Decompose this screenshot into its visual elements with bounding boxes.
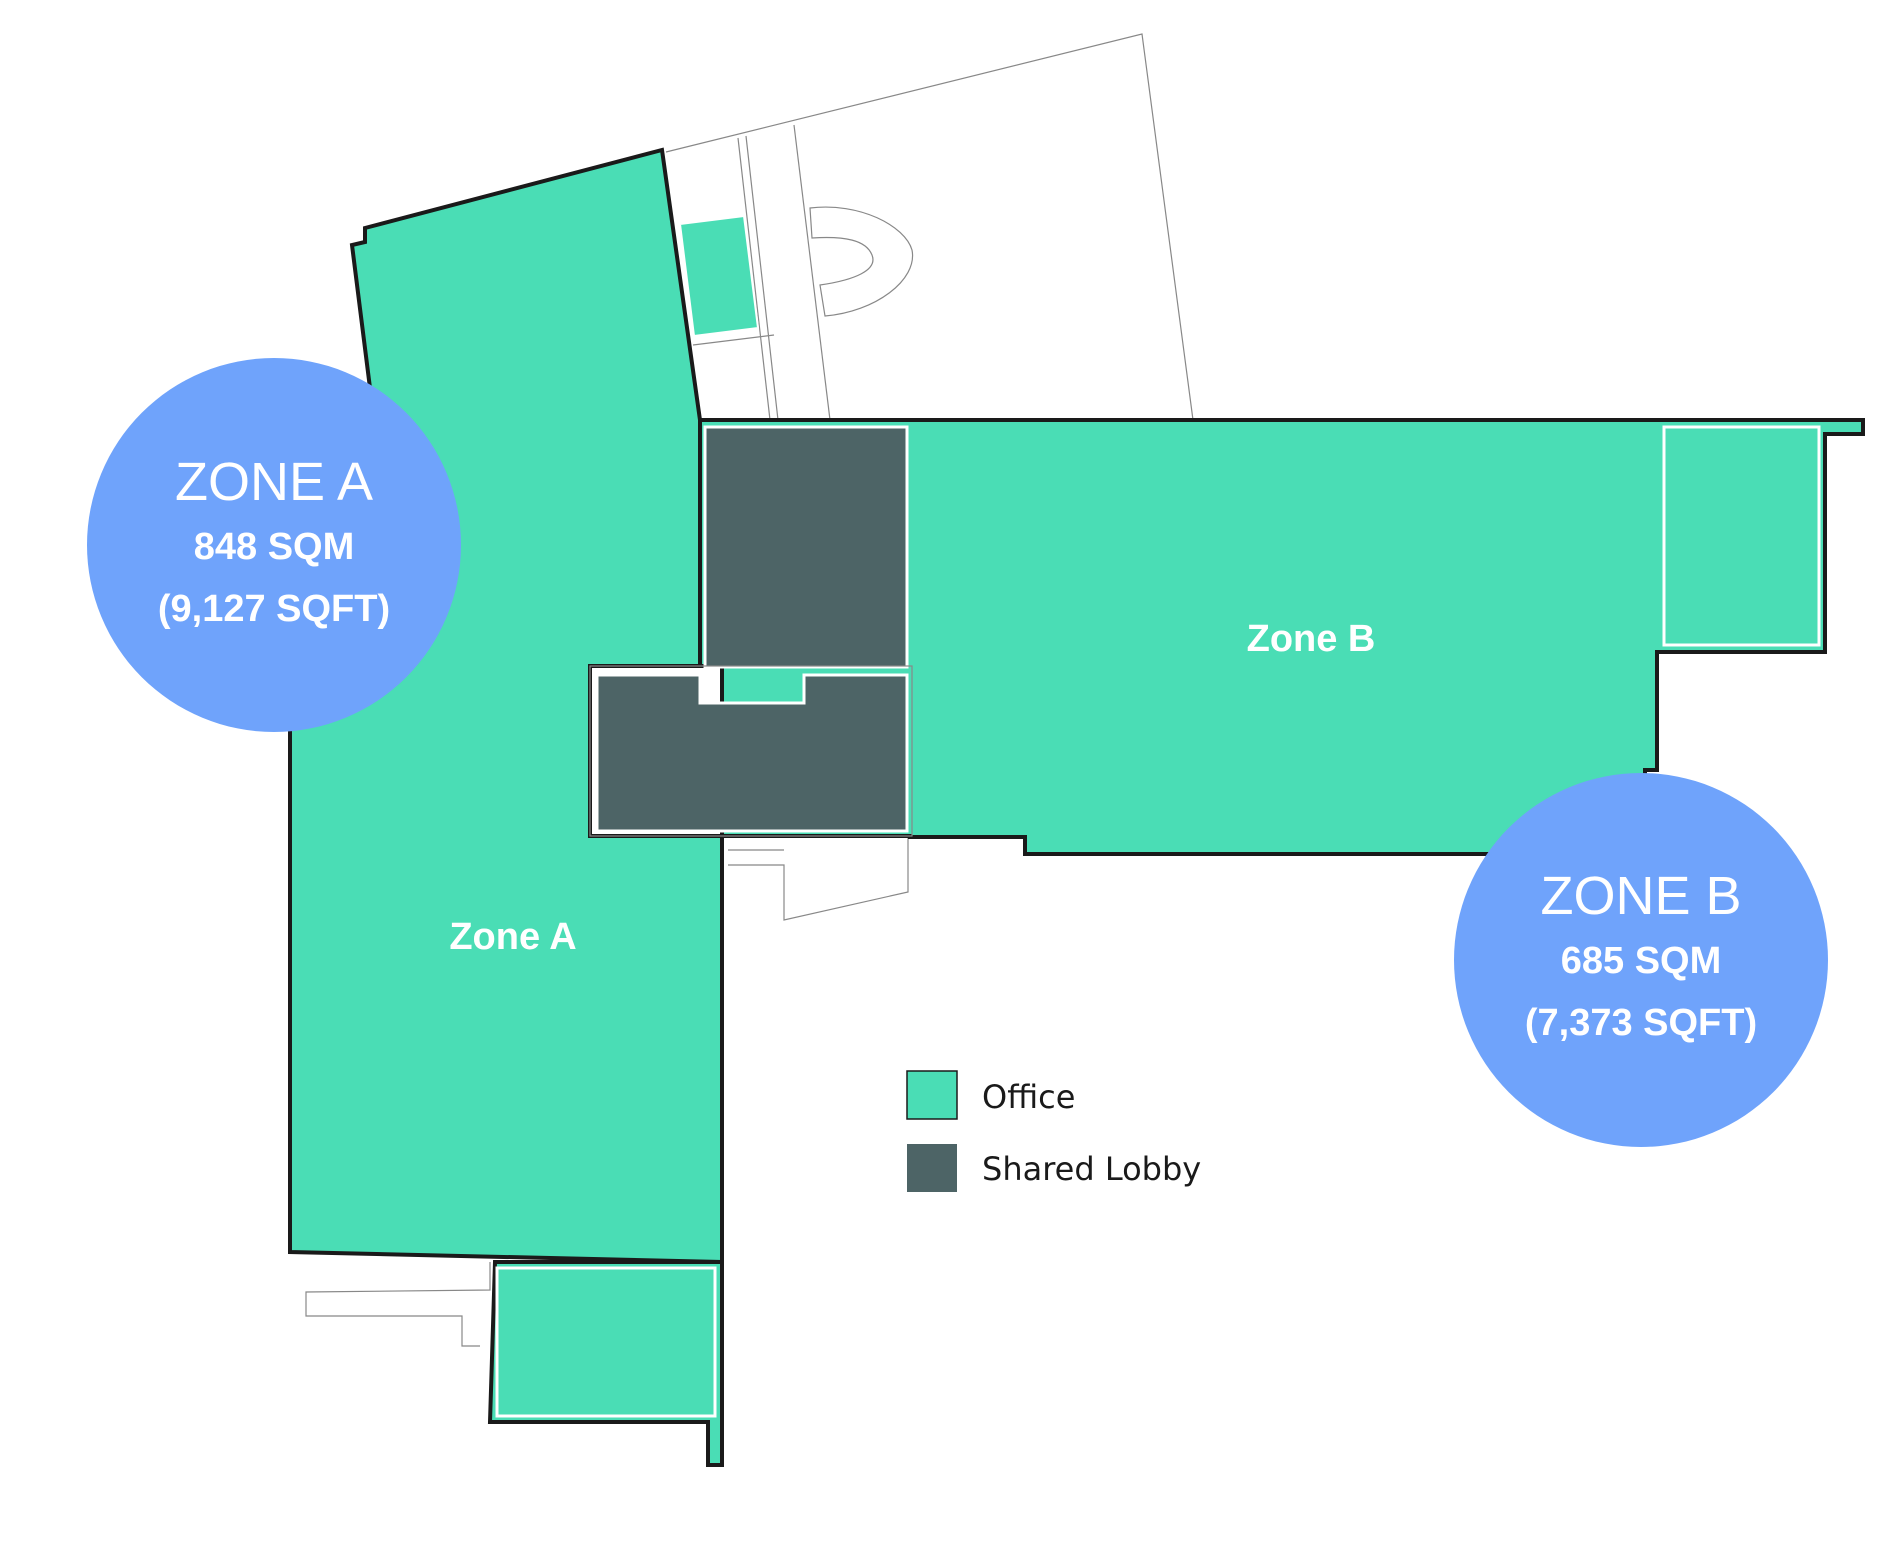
legend-swatch-lobby [907,1144,957,1192]
ramp-outline [809,206,914,317]
zone-a-badge: ZONE A 848 SQM (9,127 SQFT) [87,358,461,732]
zone-a-lower-annex-inner [495,1266,717,1418]
lobby-frame [589,665,913,837]
legend-label-office: Office [982,1078,1075,1116]
zone-b-badge-title: ZONE B [1540,866,1741,926]
stair-outline [305,1262,491,1347]
zone-a-badge-sqm: 848 SQM [194,526,355,568]
zone-b-side-room-inner [1662,425,1821,647]
zone-b-badge: ZONE B 685 SQM (7,373 SQFT) [1454,773,1828,1147]
zone-b-badge-circle [1454,773,1828,1147]
legend-swatch-office [906,1070,958,1120]
zone-b-badge-sqft: (7,373 SQFT) [1525,1002,1757,1044]
upper-annex-divider [737,137,771,421]
upper-annex-divider [745,135,779,421]
zone-a-badge-circle [87,358,461,732]
shared-lobby[interactable] [589,425,913,837]
upper-annex-link [692,334,775,346]
upper-annex-divider [793,124,831,421]
zone-a-label: Zone A [449,916,576,958]
zone-a-upper-room[interactable] [678,214,760,338]
legend-label-lobby: Shared Lobby [982,1150,1201,1188]
zone-a-badge-sqft: (9,127 SQFT) [158,588,390,630]
upper-annex-outline [665,33,1194,421]
lobby-upper [703,425,909,669]
zone-b-label: Zone B [1247,618,1376,660]
zone-b-badge-sqm: 685 SQM [1561,940,1722,982]
lobby-lower [595,673,909,833]
legend: Office Shared Lobby [906,1070,1201,1192]
zone-a-lower-annex[interactable] [487,1260,724,1467]
zone-a-badge-title: ZONE A [175,452,373,512]
